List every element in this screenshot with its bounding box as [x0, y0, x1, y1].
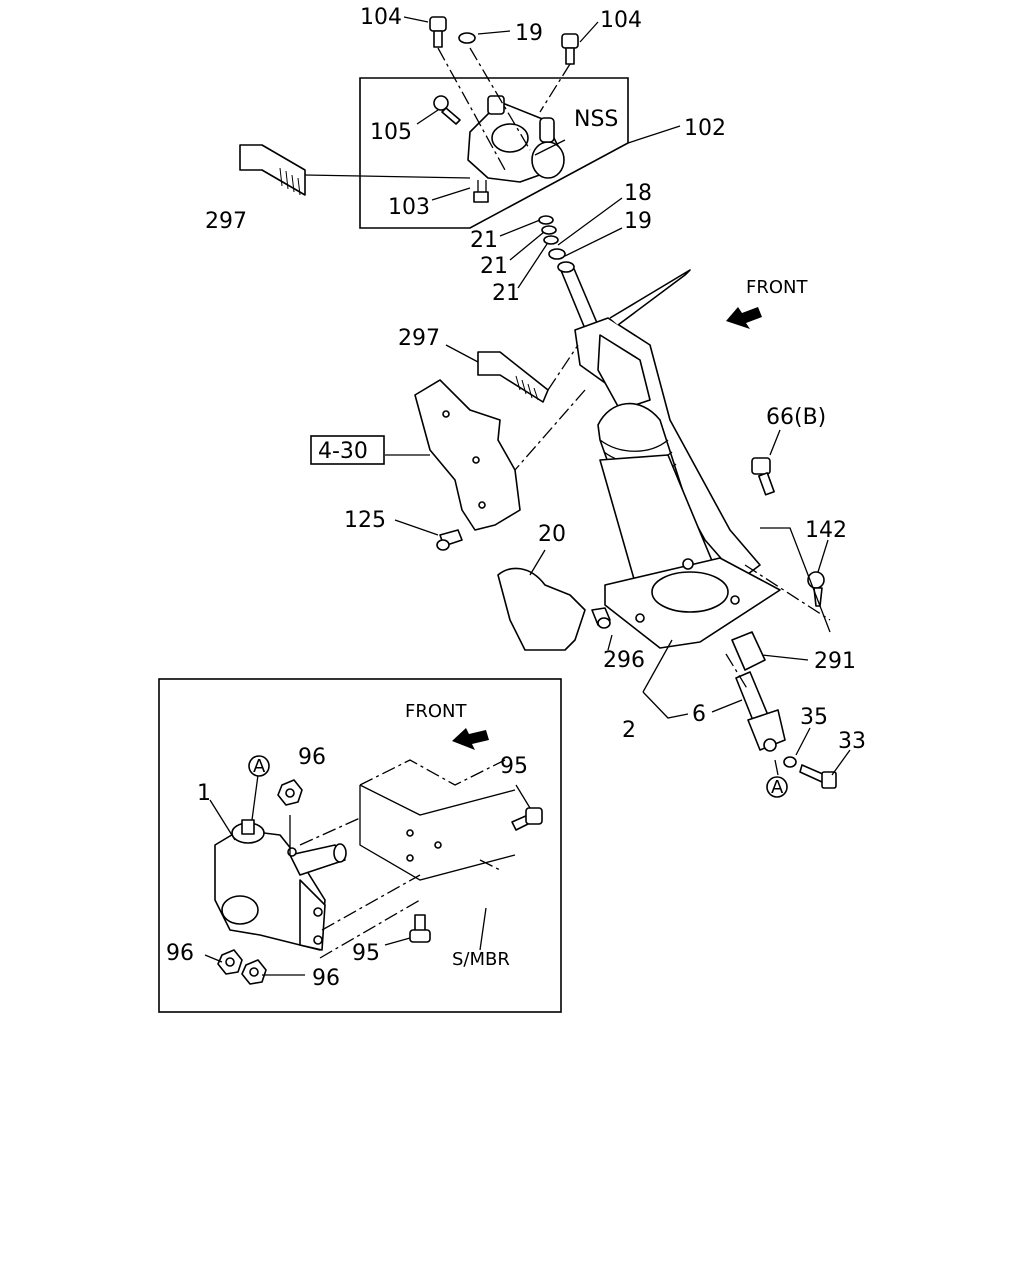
- cable-tie-297-upper: [239, 144, 306, 196]
- callout-96-left: 96: [166, 941, 194, 966]
- cover-4-30: [414, 379, 521, 531]
- circle-a-marker-inset: [248, 755, 270, 777]
- valve-body-1: [214, 819, 347, 951]
- pin-125: [436, 529, 463, 551]
- callout-66b: 66(B): [766, 405, 826, 430]
- callout-18: 18: [624, 181, 652, 206]
- screw-142: [807, 571, 825, 607]
- callout-104-right: 104: [600, 8, 642, 33]
- circle-a-letter-bottom: A: [771, 777, 784, 798]
- callout-35: 35: [800, 705, 828, 730]
- cover-20: [497, 567, 586, 651]
- clip-35: [783, 756, 797, 768]
- front-arrow-inset: [452, 728, 489, 750]
- callout-142: 142: [805, 518, 847, 543]
- callout-95-right: 95: [500, 754, 528, 779]
- callout-6: 6: [692, 702, 706, 727]
- o-ring-19-top: [458, 32, 476, 44]
- shift-column-assembly: [385, 261, 851, 798]
- callout-4-30: 4-30: [318, 439, 368, 464]
- ref-box-4-30: [310, 435, 385, 465]
- callout-19-mid: 19: [624, 209, 652, 234]
- bolt-104-left: [429, 16, 447, 48]
- callout-20: 20: [538, 522, 566, 547]
- grommet-296: [591, 607, 611, 629]
- cable-tie-297-lower: [477, 351, 549, 403]
- callout-19-top: 19: [515, 21, 543, 46]
- circle-a-letter-inset: A: [253, 756, 266, 777]
- callout-291: 291: [814, 649, 856, 674]
- callout-96-right: 96: [312, 966, 340, 991]
- callout-21-b: 21: [480, 254, 508, 279]
- bolt-95-bottom: [409, 914, 431, 943]
- bolt-66b: [751, 457, 775, 496]
- label-front-inset: FRONT: [405, 701, 467, 722]
- callout-297-lower: 297: [398, 326, 440, 351]
- callout-296: 296: [603, 648, 645, 673]
- callout-2: 2: [622, 718, 636, 743]
- callout-96-top: 96: [298, 745, 326, 770]
- label-nss: NSS: [574, 107, 618, 132]
- bolt-95-right: [511, 807, 543, 831]
- callout-105: 105: [370, 120, 412, 145]
- switch-assembly-group: [239, 16, 681, 229]
- nss-switch-body: [467, 95, 565, 203]
- screw-105: [433, 95, 461, 125]
- callout-33: 33: [838, 729, 866, 754]
- bolt-33: [799, 764, 837, 789]
- label-smbr: S/MBR: [452, 949, 510, 970]
- nut-96-bottom-right: [241, 959, 267, 985]
- callout-104-left: 104: [360, 5, 402, 30]
- nut-96-bottom-left: [217, 949, 243, 975]
- front-arrow-top: [726, 307, 762, 329]
- callout-102: 102: [684, 116, 726, 141]
- callout-103: 103: [388, 195, 430, 220]
- inset-frame: [158, 678, 562, 1013]
- callout-125: 125: [344, 508, 386, 533]
- circle-a-marker-bottom: [766, 776, 788, 798]
- bolt-104-right: [561, 33, 579, 65]
- callout-21-a: 21: [470, 228, 498, 253]
- nut-96-top: [277, 779, 303, 806]
- callout-95-bottom: 95: [352, 941, 380, 966]
- callout-297-upper: 297: [205, 209, 247, 234]
- washer-stack: [499, 197, 623, 289]
- inset-detail: [158, 678, 562, 1013]
- assembly-102-frame: [359, 77, 629, 229]
- callout-1: 1: [197, 781, 211, 806]
- callout-21-c: 21: [492, 281, 520, 306]
- label-front-top: FRONT: [746, 277, 808, 298]
